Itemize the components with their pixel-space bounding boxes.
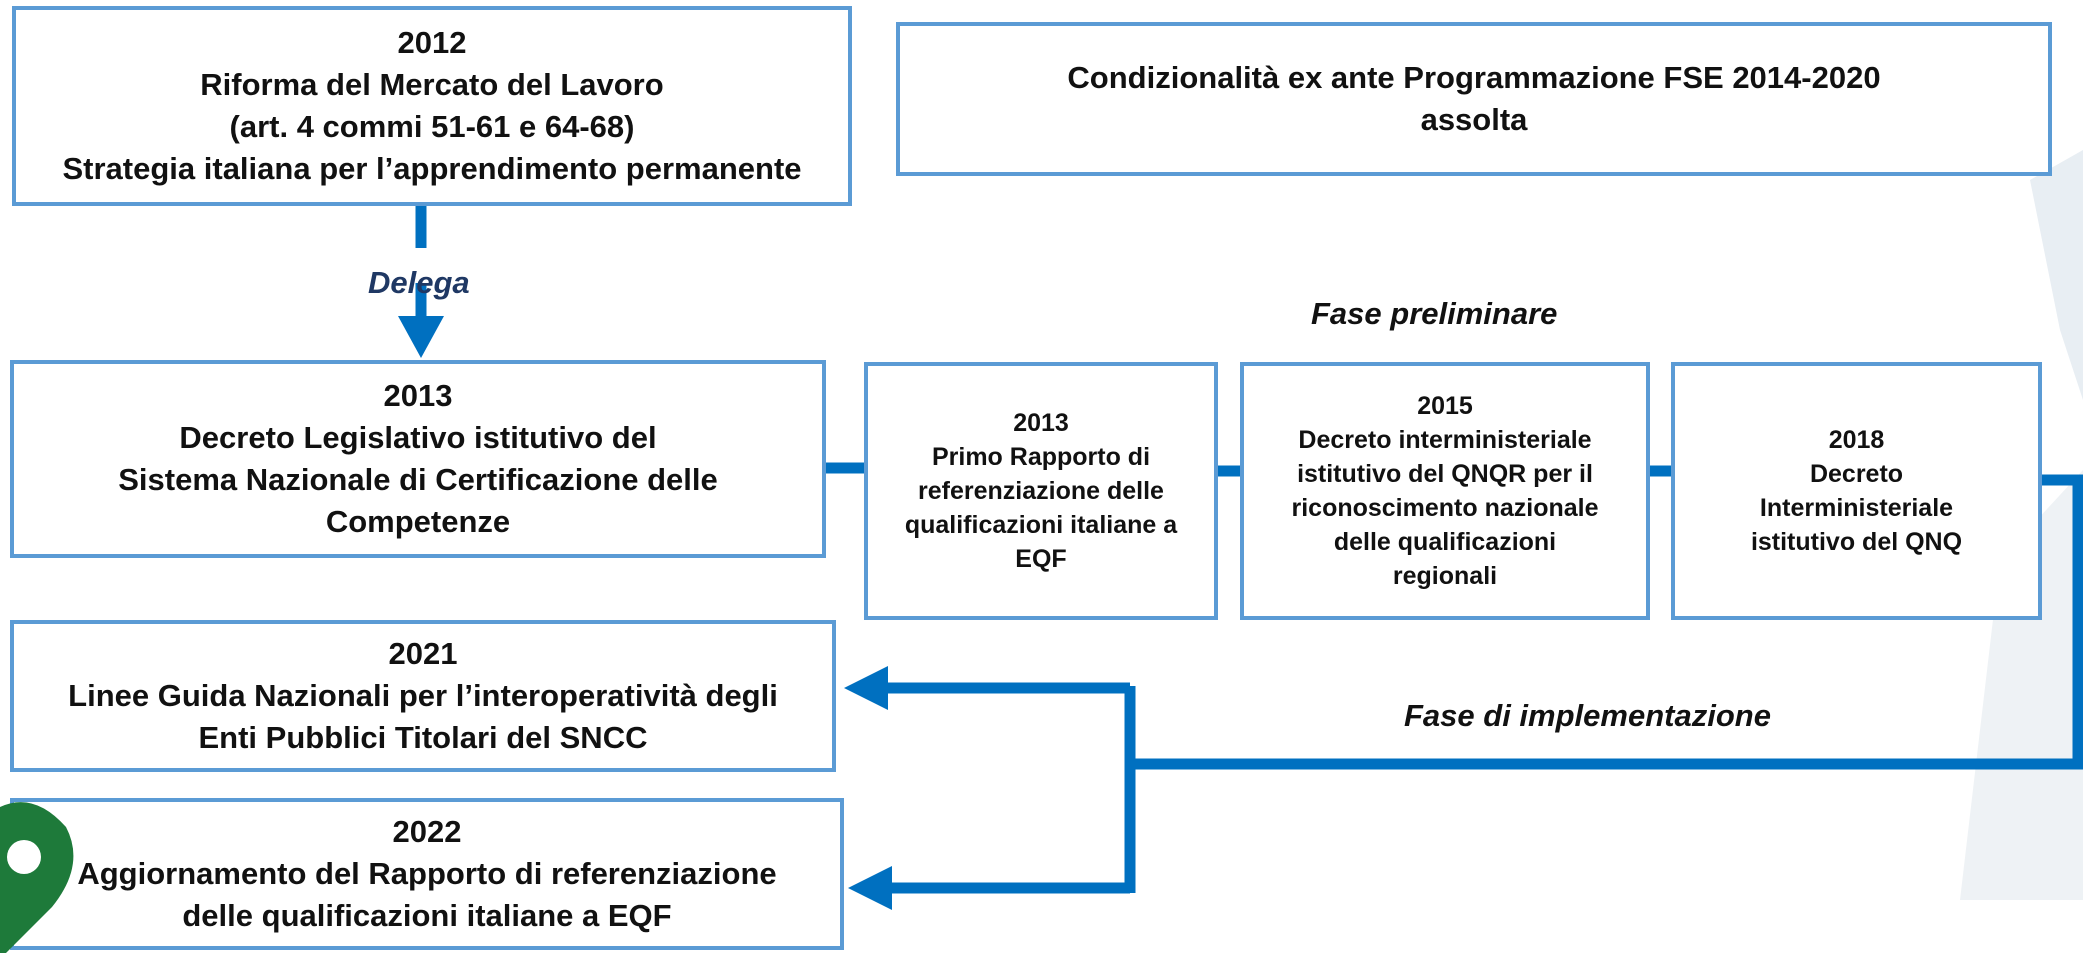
condizionalita-line-1: Condizionalità ex ante Programmazione FS… bbox=[1067, 60, 1881, 95]
year-2021: 2021 bbox=[388, 636, 458, 671]
box-2022-aggiornamento: 2022 Aggiornamento del Rapporto di refer… bbox=[10, 798, 844, 950]
box-2021-linee-guida: 2021 Linee Guida Nazionali per l’interop… bbox=[10, 620, 836, 772]
box-2013-decreto: 2013 Decreto Legislativo istitutivo del … bbox=[10, 360, 826, 558]
qnqr-line-3: riconoscimento nazionale bbox=[1291, 494, 1599, 522]
box-2018-qnq: 2018 Decreto Interministeriale istitutiv… bbox=[1671, 362, 2042, 620]
rapporto-line-2: referenziazione delle bbox=[918, 477, 1164, 505]
location-pin-icon bbox=[0, 802, 74, 953]
year-2015: 2015 bbox=[1417, 392, 1473, 420]
qnqr-line-1: Decreto interministeriale bbox=[1298, 426, 1592, 454]
label-fase-implementazione: Fase di implementazione bbox=[1404, 698, 1771, 733]
arrowhead-2021 bbox=[844, 666, 888, 710]
linee-guida-line-2: Enti Pubblici Titolari del SNCC bbox=[198, 720, 648, 755]
year-2018: 2018 bbox=[1828, 426, 1885, 454]
label-fase-preliminare: Fase preliminare bbox=[1311, 296, 1558, 331]
label-delega: Delega bbox=[368, 265, 470, 300]
year-2013-rapporto: 2013 bbox=[1013, 409, 1069, 437]
box-2012-riforma: 2012 Riforma del Mercato del Lavoro (art… bbox=[12, 6, 852, 206]
box-2015-qnqr: 2015 Decreto interministeriale istitutiv… bbox=[1240, 362, 1650, 620]
year-2012: 2012 bbox=[397, 25, 467, 60]
qnq-line-3: istitutivo del QNQ bbox=[1750, 528, 1963, 556]
reform-line-2: (art. 4 commi 51-61 e 64-68) bbox=[229, 109, 635, 144]
arrowhead-2022 bbox=[848, 866, 892, 910]
qnqr-line-5: regionali bbox=[1392, 562, 1498, 590]
box-condizionalita: Condizionalità ex ante Programmazione FS… bbox=[896, 22, 2052, 176]
linee-guida-line-1: Linee Guida Nazionali per l’interoperati… bbox=[68, 678, 778, 713]
decreto-2013-line-1: Decreto Legislativo istitutivo del bbox=[179, 420, 657, 455]
reform-line-3: Strategia italiana per l’apprendimento p… bbox=[62, 151, 802, 186]
qnq-line-1: Decreto bbox=[1809, 460, 1904, 488]
year-2022: 2022 bbox=[392, 814, 462, 849]
condizionalita-line-2: assolta bbox=[1420, 102, 1528, 137]
aggiornamento-line-2: delle qualificazioni italiane a EQF bbox=[182, 898, 672, 933]
qnq-line-2: Interministeriale bbox=[1759, 494, 1954, 522]
decreto-2013-line-2: Sistema Nazionale di Certificazione dell… bbox=[118, 462, 718, 497]
box-2013-rapporto: 2013 Primo Rapporto di referenziazione d… bbox=[864, 362, 1218, 620]
rapporto-line-1: Primo Rapporto di bbox=[931, 443, 1151, 471]
rapporto-line-3: qualificazioni italiane a bbox=[904, 511, 1178, 539]
rapporto-line-4: EQF bbox=[1015, 545, 1067, 573]
qnqr-line-4: delle qualificazioni bbox=[1333, 528, 1557, 556]
aggiornamento-line-1: Aggiornamento del Rapporto di referenzia… bbox=[77, 856, 777, 891]
delega-arrowhead bbox=[398, 316, 444, 358]
decreto-2013-line-3: Competenze bbox=[325, 504, 511, 539]
year-2013-decreto: 2013 bbox=[383, 378, 453, 413]
qnqr-line-2: istitutivo del QNQR per il bbox=[1297, 460, 1593, 488]
reform-line-1: Riforma del Mercato del Lavoro bbox=[200, 67, 664, 102]
